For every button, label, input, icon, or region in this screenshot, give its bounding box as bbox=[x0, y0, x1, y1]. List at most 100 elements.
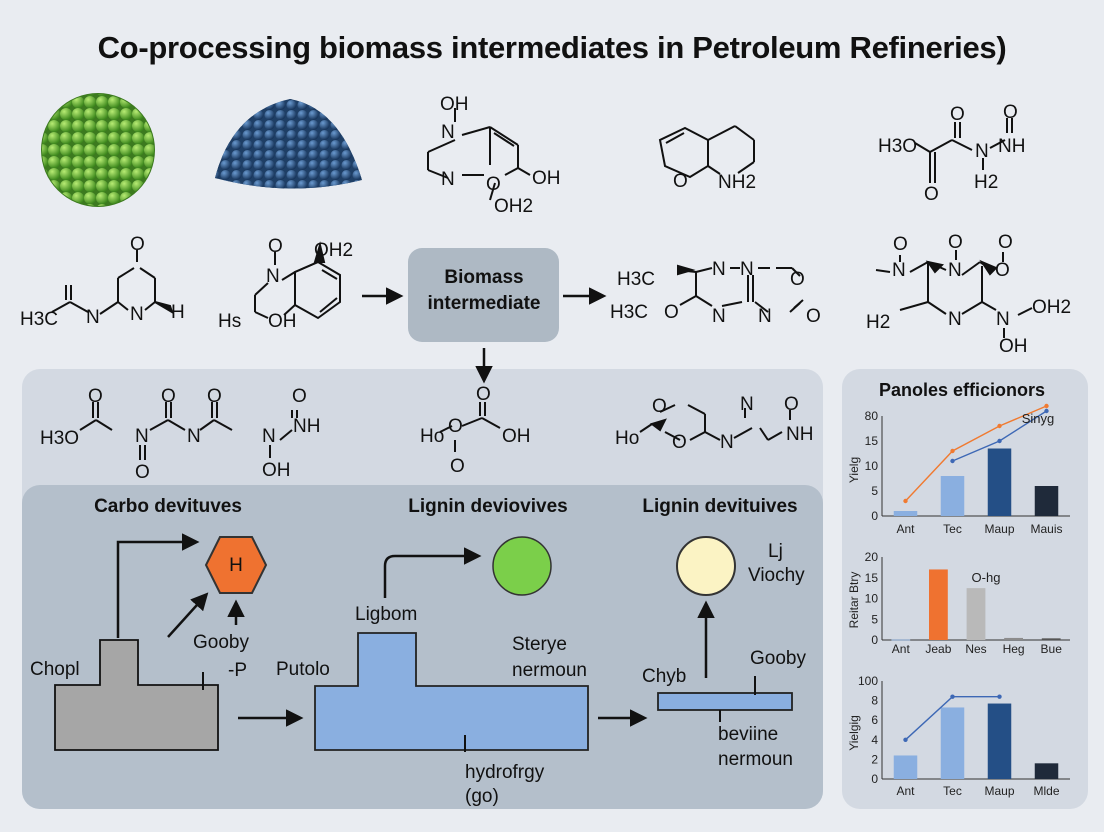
svg-text:O: O bbox=[1003, 102, 1018, 123]
svg-text:O: O bbox=[292, 386, 307, 407]
svg-text:H2: H2 bbox=[974, 172, 998, 193]
svg-text:Ho: Ho bbox=[615, 428, 639, 449]
svg-text:N: N bbox=[740, 394, 754, 415]
svg-text:N: N bbox=[712, 259, 726, 280]
svg-text:O: O bbox=[948, 232, 963, 253]
label-viochy: Viochy bbox=[748, 565, 805, 586]
chart-2-y-tick: 5 bbox=[871, 612, 878, 626]
svg-text:OH: OH bbox=[262, 460, 291, 481]
svg-text:N: N bbox=[441, 169, 455, 190]
process-panel bbox=[22, 485, 823, 809]
chart-1-x-tick: Mauis bbox=[1030, 522, 1062, 536]
label-lj: Lj bbox=[768, 541, 783, 562]
orange-hexagon bbox=[204, 536, 268, 594]
center-box-line2: intermediate bbox=[428, 293, 541, 314]
svg-text:O: O bbox=[652, 396, 667, 417]
chart-3-x-tick: Tec bbox=[943, 784, 962, 798]
chart-3-y-tick: 100 bbox=[858, 674, 878, 688]
svg-text:H3O: H3O bbox=[878, 136, 917, 157]
chart-2-annotation: O-hg bbox=[972, 570, 1001, 585]
chart-1-x-tick: Maup bbox=[984, 522, 1014, 536]
molecule-m6: H3C H3C N N O O N N O bbox=[610, 259, 821, 327]
chart-2-x-tick: Nes bbox=[965, 642, 986, 656]
svg-text:O: O bbox=[790, 269, 805, 290]
svg-text:H: H bbox=[171, 302, 185, 323]
green-circle bbox=[492, 536, 552, 596]
svg-text:N: N bbox=[712, 306, 726, 327]
chart-2-x-tick: Ant bbox=[892, 642, 911, 656]
header-lignin-2: Lignin devituives bbox=[642, 496, 797, 517]
svg-text:O: O bbox=[806, 306, 821, 327]
svg-text:O: O bbox=[88, 386, 103, 407]
chart-1-series-point bbox=[1044, 403, 1049, 409]
chart-2-x-tick: Bue bbox=[1041, 642, 1063, 656]
svg-text:O: O bbox=[784, 394, 799, 415]
svg-text:N: N bbox=[740, 259, 754, 280]
chart-2-y-tick: 10 bbox=[865, 592, 879, 606]
label-beviine: beviine bbox=[718, 724, 778, 745]
svg-text:O: O bbox=[950, 104, 965, 125]
yellow-circle bbox=[676, 536, 736, 596]
green-sphere-cluster bbox=[41, 93, 155, 207]
chart-3-x-tick: Ant bbox=[896, 784, 915, 798]
chart-3-series-line bbox=[905, 695, 1000, 741]
svg-text:N: N bbox=[135, 426, 149, 447]
chart-2-bar bbox=[929, 569, 948, 640]
chart-3-y-tick: 6 bbox=[871, 713, 878, 727]
svg-text:N: N bbox=[262, 426, 276, 447]
svg-text:O: O bbox=[135, 462, 150, 483]
svg-text:H2: H2 bbox=[866, 312, 890, 333]
chart-3-x-tick: Mlde bbox=[1033, 784, 1059, 798]
molecule-m2: O NH2 bbox=[658, 125, 756, 193]
header-lignin-1: Lignin deviovives bbox=[408, 496, 567, 517]
chart-1-series-line bbox=[904, 405, 1047, 502]
svg-text:O: O bbox=[130, 234, 145, 255]
label-sterye: Sterye bbox=[512, 634, 567, 655]
arrow-to-green-circle bbox=[383, 547, 482, 598]
chart-1-bar bbox=[1034, 486, 1059, 516]
chart-1-series-point bbox=[1044, 408, 1049, 414]
chart-1-y-label: Yielg bbox=[847, 457, 861, 483]
svg-text:N: N bbox=[758, 306, 772, 327]
svg-text:N: N bbox=[441, 122, 455, 143]
side-panel-title: Panoles efficionors bbox=[879, 380, 1045, 400]
label-hydrofrgy: hydrofrgy bbox=[465, 762, 545, 783]
molecule-m4: O H3C N N H bbox=[20, 234, 185, 330]
chart-2-bar bbox=[1041, 638, 1061, 640]
svg-text:N: N bbox=[720, 432, 734, 453]
svg-text:NH: NH bbox=[293, 416, 320, 437]
chart-2-bar bbox=[966, 588, 986, 640]
chart-1-series-point bbox=[997, 423, 1002, 429]
label-nermoun-1: nermoun bbox=[512, 660, 587, 681]
chart-1-x-tick: Ant bbox=[896, 522, 915, 536]
svg-text:OH: OH bbox=[268, 311, 297, 332]
chart-3-bar bbox=[893, 755, 918, 779]
blue-reactor-block bbox=[314, 632, 589, 751]
blue-sphere-cluster bbox=[215, 99, 362, 189]
chart-1-bar bbox=[940, 476, 965, 516]
chart-3-y-tick: 4 bbox=[871, 733, 878, 747]
svg-text:N: N bbox=[996, 309, 1010, 330]
molecule-m10: Ho O O N N O NH bbox=[615, 394, 813, 453]
svg-text:OH: OH bbox=[502, 426, 531, 447]
chart-2-bar bbox=[1004, 637, 1023, 640]
header-carbo: Carbo devituves bbox=[94, 496, 242, 517]
svg-text:OH2: OH2 bbox=[494, 196, 533, 217]
chart-3-x-tick: Maup bbox=[984, 784, 1014, 798]
chart-3-y-tick: 2 bbox=[871, 752, 878, 766]
molecule-m5: O OH2 N Hs OH bbox=[218, 236, 353, 332]
chart-1-y-tick: 15 bbox=[865, 434, 879, 448]
svg-text:H3C: H3C bbox=[610, 302, 648, 323]
chart-1-series-line bbox=[952, 410, 1047, 462]
svg-text:H3C: H3C bbox=[617, 269, 655, 290]
svg-text:N: N bbox=[975, 141, 989, 162]
chart-3-bar bbox=[987, 703, 1012, 779]
chart-2-bar bbox=[891, 639, 911, 641]
molecule-m9: Ho O O OH O bbox=[420, 384, 531, 477]
molecule-m7: O O O N N O N N OH2 H2 OH bbox=[866, 232, 1071, 357]
chart-2-y-label: Reitar Btry bbox=[847, 572, 861, 629]
svg-text:N: N bbox=[86, 307, 100, 328]
svg-text:O: O bbox=[486, 174, 501, 195]
svg-text:O: O bbox=[161, 386, 176, 407]
chart-1-bar bbox=[987, 448, 1012, 516]
